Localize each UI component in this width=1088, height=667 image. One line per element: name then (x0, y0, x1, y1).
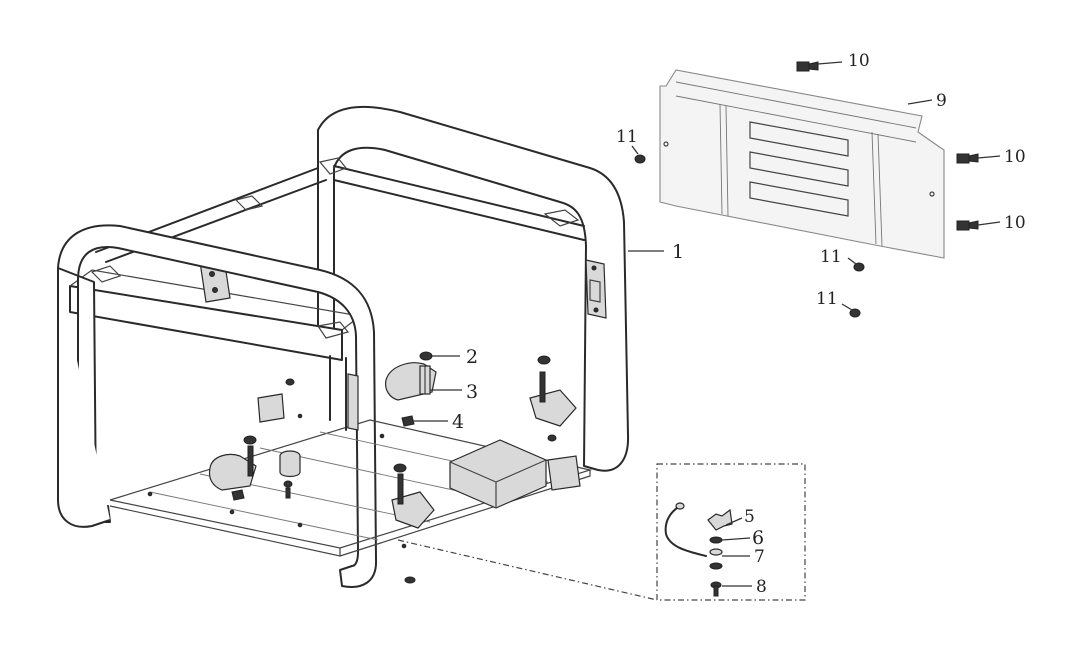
frame-rear-loop (317, 105, 630, 472)
rear-panel (659, 69, 945, 259)
screw-10-mid (956, 153, 979, 164)
frame-top-rails (69, 157, 585, 361)
nut-11-c (849, 308, 861, 318)
callout-10-low: 10 (1004, 213, 1026, 233)
callout-2: 2 (466, 346, 478, 368)
leader-lines (412, 61, 1001, 587)
nut-11-b (853, 262, 865, 272)
engine-mount-d (391, 463, 435, 529)
callout-11-a: 11 (616, 127, 638, 147)
callout-3: 3 (466, 381, 478, 403)
rubber-bumper (279, 450, 301, 499)
callout-11-c: 11 (816, 289, 838, 309)
engine-mount-c (208, 435, 257, 501)
callout-8: 8 (756, 577, 767, 597)
engine-mount-a (385, 351, 437, 427)
callout-1: 1 (672, 241, 684, 263)
callout-labels: 1 2 3 4 5 6 7 8 9 10 10 10 11 11 11 (452, 51, 1026, 597)
loose-nuts (285, 378, 416, 584)
screw-10-low (956, 220, 979, 231)
callout-9: 9 (936, 91, 947, 111)
callout-10-top: 10 (848, 51, 870, 71)
nut-11-a (634, 154, 646, 164)
callout-7: 7 (754, 547, 765, 567)
frame-front-loop (57, 224, 378, 588)
callout-5: 5 (744, 507, 755, 527)
screw-10-top (796, 61, 819, 72)
callout-6: 6 (752, 527, 764, 549)
callout-4: 4 (452, 411, 464, 433)
callout-11-b: 11 (820, 247, 842, 267)
engine-mount-b (529, 355, 577, 442)
callout-10-mid: 10 (1004, 147, 1026, 167)
